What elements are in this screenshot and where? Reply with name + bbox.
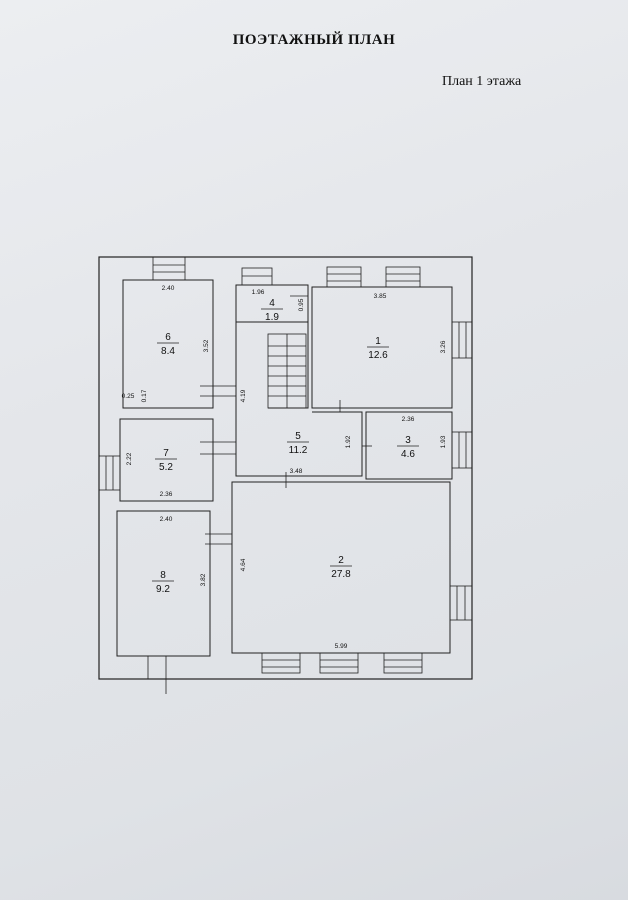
dimension-r3-height: 1.93 [440,435,447,448]
dimension-r1-height: 3.26 [440,340,447,353]
outer-wall [98,256,473,680]
window-right-3 [449,585,473,621]
staircase [267,333,307,409]
dimension-r6-width: 2.40 [162,285,175,292]
room-label-3: 34.6 [397,435,419,460]
room-label-8: 89.2 [152,570,174,595]
interior-doors [200,295,372,545]
room-number: 4 [269,298,275,309]
dimension-r4-height: 0.95 [298,298,305,311]
dimension-r5-height-a: 4.19 [240,389,247,402]
room-label-6: 68.4 [157,332,179,357]
window-left-1 [98,455,121,491]
dimension-r5-height-b: 1.92 [345,435,352,448]
room-2-outline [231,481,451,654]
room-number: 6 [165,332,171,343]
room-area: 8.4 [161,346,175,357]
dimension-r6-small-a: 0.25 [122,393,135,400]
room-8-outline [116,510,211,657]
window-top-2 [326,266,362,288]
floor-subtitle: План 1 этажа [442,74,522,89]
room-area: 5.2 [159,462,173,473]
room-area: 12.6 [368,350,388,361]
dimension-r8-height: 3.82 [200,573,207,586]
dimension-r8-width: 2.40 [160,516,173,523]
room-label-5: 511.2 [287,431,309,456]
dimension-r7-height: 2.22 [126,452,133,465]
room-area: 9.2 [156,584,170,595]
window-bottom-3 [383,652,423,674]
room-6-outline [122,279,214,409]
page-title: ПОЭТАЖНЫЙ ПЛАН [232,32,396,48]
dimension-r7-width: 2.36 [160,491,173,498]
dimension-r6-height: 3.52 [203,339,210,352]
room-number: 8 [160,570,166,581]
room-number: 3 [405,435,411,446]
room-label-4: 41.9 [261,298,283,323]
room-label-7: 75.2 [155,448,177,473]
room-label-1: 112.6 [367,336,389,361]
room-7-outline [119,418,214,502]
window-top-1 [152,256,186,281]
room-number: 1 [375,336,381,347]
dimension-r2-height: 4.64 [240,558,247,571]
dimension-r2-width: 5.99 [335,643,348,650]
room-number: 7 [163,448,169,459]
window-top-4 [241,267,273,286]
dimension-r5-width: 3.48 [290,468,303,475]
room-number: 2 [338,555,344,566]
window-top-3 [385,266,421,288]
dimension-r6-small-b: 0.17 [141,389,148,402]
dimension-r1-width: 3.85 [374,293,387,300]
dimension-r4-width: 1.96 [252,289,265,296]
window-bottom-1 [261,652,301,674]
window-right-2 [451,431,473,469]
room-number: 5 [295,431,301,442]
room-area: 11.2 [289,445,308,456]
dimension-r3-width: 2.36 [402,416,415,423]
window-bottom-2 [319,652,359,674]
room-area: 1.9 [265,312,279,323]
window-right-1 [451,321,473,359]
room-area: 4.6 [401,449,415,460]
room-1-outline [311,286,453,409]
room-area: 27.8 [331,569,351,580]
entrance-door [147,656,167,694]
room-label-2: 227.8 [330,555,352,580]
